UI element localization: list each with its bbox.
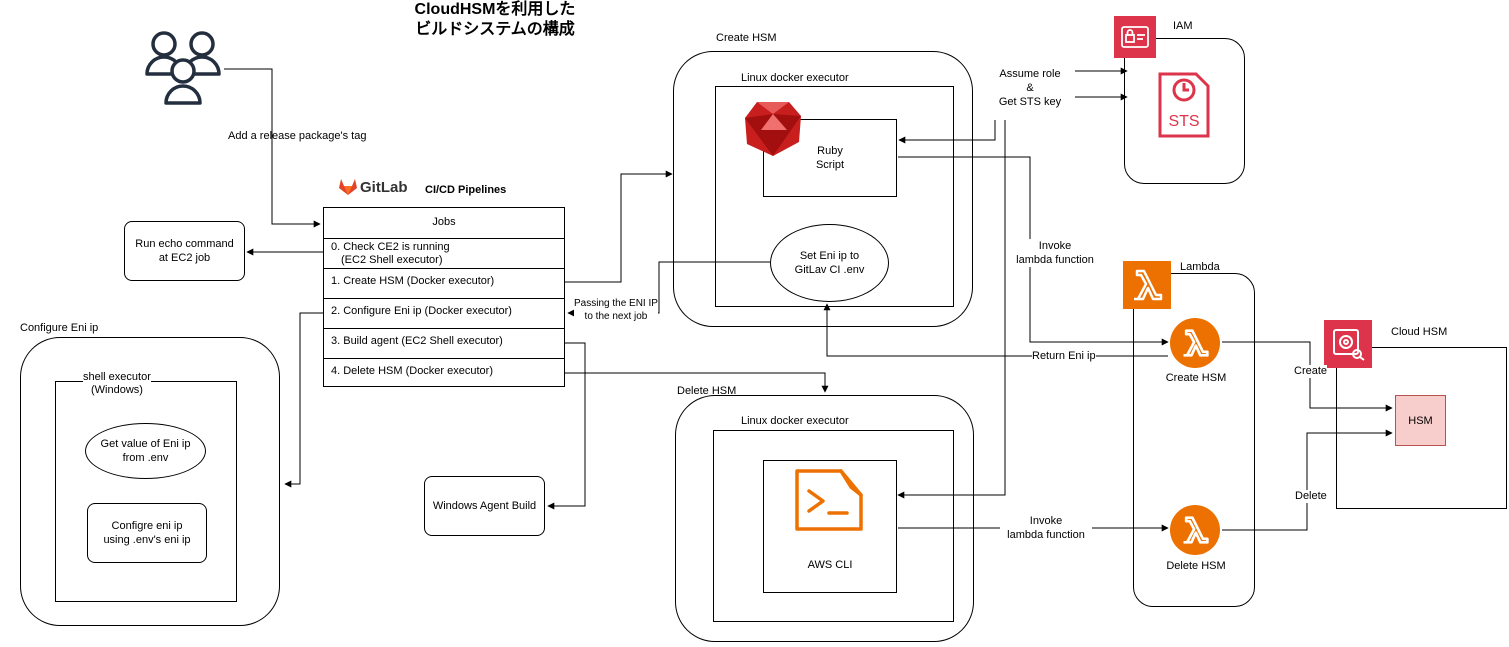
diagram-title: CloudHSMを利用した ビルドシステムの構成 [414, 1, 576, 38]
create-action-label: Create [1294, 365, 1328, 378]
create-lambda-symbol-icon [1183, 329, 1209, 357]
sts-label: STS [1168, 113, 1200, 130]
cloudhsm-service-icon [1324, 320, 1372, 368]
passing-eni-label: Passing the ENI IP to the next job [574, 297, 658, 323]
job-row-3[interactable]: 3. Build agent (EC2 Shell executor) [324, 328, 564, 358]
iam-id-card-icon [1121, 26, 1149, 48]
create-hsm-group [673, 51, 973, 327]
iam-group [1124, 38, 1245, 184]
users-to-jobs-arrow [224, 68, 321, 228]
job1-to-create-arrow [565, 170, 673, 283]
lambda-service-icon [1123, 261, 1171, 309]
delete-action-label: Delete [1295, 490, 1327, 503]
lambda-group [1133, 273, 1255, 607]
job-row-2[interactable]: 2. Configure Eni ip (Docker executor) [324, 298, 564, 328]
create-hsm-title: Create HSM [716, 32, 777, 44]
shell-executor-label: shell executor (Windows) [83, 371, 151, 397]
delete-executor-label: Linux docker executor [741, 415, 849, 427]
delete-hsm-function-label: Delete HSM [1166, 560, 1226, 572]
create-executor-label: Linux docker executor [741, 72, 849, 84]
job-row-1[interactable]: 1. Create HSM (Docker executor) [324, 268, 564, 298]
terminal-icon [795, 469, 863, 531]
delete-hsm-lambda-icon [1170, 505, 1220, 555]
gitlab-icon [339, 179, 357, 195]
awscli-box [763, 460, 897, 593]
jobs-header: Jobs [432, 216, 456, 228]
delete-executor-box [713, 430, 954, 622]
job2-to-configure-arrow [284, 312, 323, 488]
delete-hsm-group [675, 395, 974, 642]
job3-to-windows-arrow [547, 342, 586, 510]
configure-eni-title: Configure Eni ip [20, 322, 99, 334]
jobs-table: Jobs 0. Check CE2 is running (EC2 Shell … [323, 207, 565, 387]
create-hsm-lambda-icon [1170, 318, 1220, 368]
invoke-bottom-label: Invoke lambda function [1000, 514, 1092, 542]
delete-lambda-symbol-icon [1183, 516, 1209, 544]
windows-agent-build-box: Windows Agent Build [424, 476, 545, 536]
run-echo-box: Run echo command at EC2 job [124, 221, 245, 281]
awscli-label: AWS CLI [807, 559, 853, 571]
lambda-symbol-icon [1134, 269, 1163, 301]
job4-to-delete-arrow [565, 372, 829, 393]
assume-role-label: Assume role & Get STS key [985, 67, 1075, 109]
pipelines-label: CI/CD Pipelines [425, 184, 507, 196]
create-executor-box [715, 86, 954, 307]
sts-icon [1158, 72, 1210, 138]
iam-title: IAM [1173, 20, 1193, 32]
cloudhsm-safe-icon [1333, 329, 1365, 361]
lambda-title: Lambda [1180, 261, 1220, 273]
return-eni-label: Return Eni ip [1032, 350, 1096, 363]
delete-hsm-title: Delete HSM [677, 385, 737, 397]
job-row-4[interactable]: 4. Delete HSM (Docker executor) [324, 358, 564, 388]
iam-service-icon [1114, 16, 1156, 58]
create-hsm-function-label: Create HSM [1165, 372, 1227, 384]
set-eni-ellipse: Set Eni ip to GitLav CI .env [770, 224, 889, 302]
users-icon [145, 31, 221, 105]
ruby-icon [745, 102, 801, 156]
lambda-delete-to-hsm-arrow [1222, 429, 1393, 531]
sts-to-awscli-arrow [897, 120, 1006, 499]
cloudhsm-group [1336, 347, 1507, 509]
cloudhsm-title: Cloud HSM [1391, 326, 1448, 338]
invoke-top-label: Invoke lambda function [1010, 239, 1100, 267]
hsm-instance: HSM [1395, 395, 1446, 446]
configure-eni-step: Configre eni ip using .env's eni ip [87, 503, 207, 563]
job-row-0[interactable]: 0. Check CE2 is running (EC2 Shell execu… [324, 238, 564, 268]
shell-executor-box [55, 381, 237, 602]
release-tag-label: Add a release package's tag [228, 130, 367, 142]
assume-to-ruby-arrow [898, 120, 996, 144]
get-eni-value-ellipse: Get value of Eni ip from .env [85, 423, 206, 479]
gitlab-name: GitLab [360, 179, 408, 196]
